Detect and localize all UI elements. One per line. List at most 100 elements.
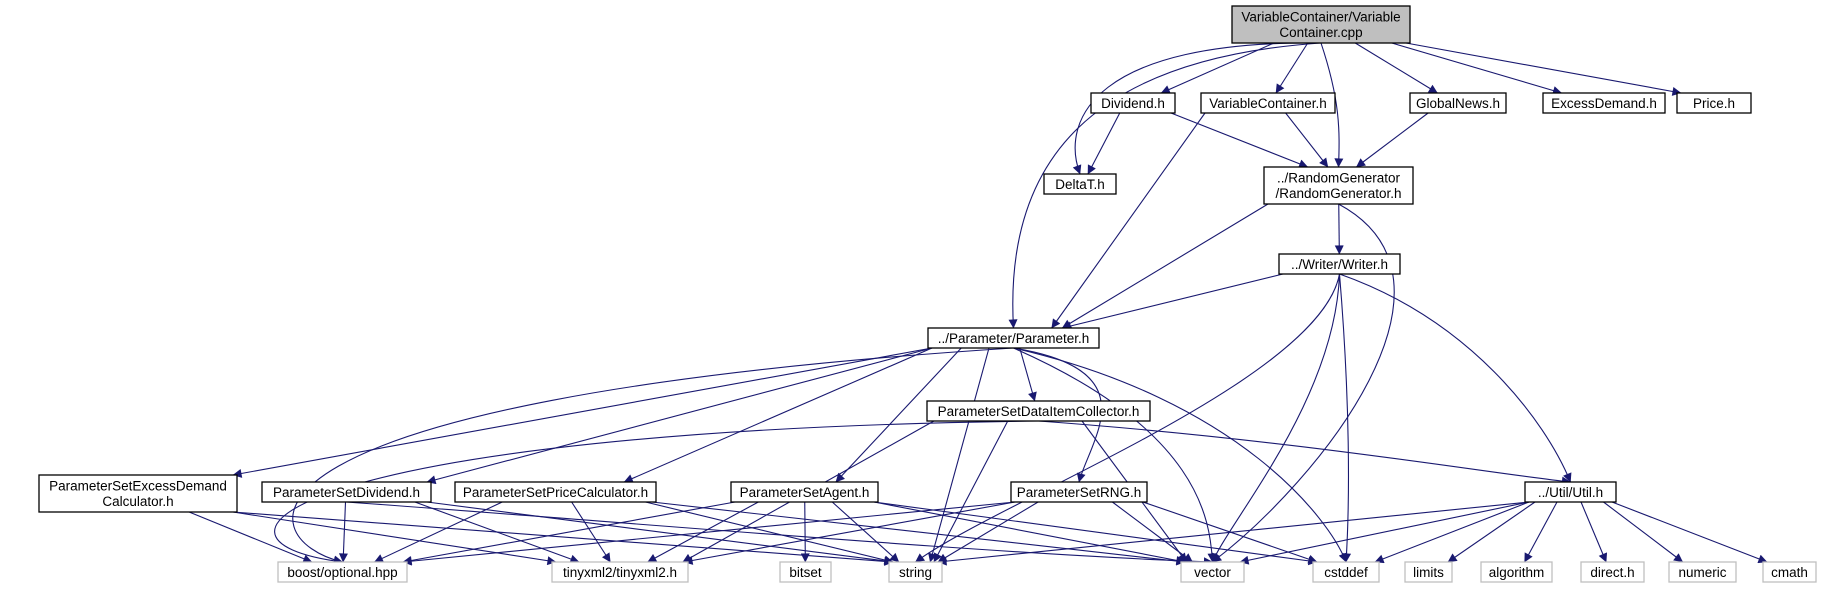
node-box: [1668, 561, 1737, 583]
node-box: [1180, 561, 1245, 583]
node-dividend[interactable]: Dividend.h: [1090, 92, 1176, 114]
edge-writer-to-cstddef: [1338, 273, 1352, 563]
node-label: ExcessDemand.h: [1551, 96, 1657, 111]
node-label: string: [899, 565, 932, 580]
node-box: [927, 327, 1100, 349]
node-label: algorithm: [1489, 565, 1545, 580]
node-label: ParameterSetDataItemCollector.h: [938, 404, 1140, 419]
edge-pricecalc-to-tinyxml2: [571, 501, 611, 563]
node-label: ParameterSetExcessDemand: [49, 479, 227, 494]
node-box: [1480, 561, 1553, 583]
node-parameter[interactable]: ../Parameter/Parameter.h: [927, 327, 1100, 349]
node-cmath[interactable]: cmath: [1762, 561, 1817, 583]
edge-globalnews-to-randomgenerator: [1356, 112, 1429, 168]
node-box: [261, 481, 432, 503]
node-label: ../Parameter/Parameter.h: [938, 331, 1090, 346]
node-limits[interactable]: limits: [1404, 561, 1453, 583]
node-box: [551, 561, 689, 583]
edge-writer-to-parameter: [1061, 273, 1284, 331]
edge-agent-to-bitset: [800, 501, 810, 563]
node-label: Container.cpp: [1279, 25, 1362, 40]
node-box: [277, 561, 408, 583]
node-label: ParameterSetRNG.h: [1017, 485, 1142, 500]
edge-parameter-to-excessdemandcalc: [232, 347, 933, 478]
edge-parameter-to-cstddef: [1013, 347, 1348, 563]
edge-root-to-price: [1405, 42, 1682, 96]
node-label: boost/optional.hpp: [287, 565, 397, 580]
edge-excessdemandcalc-to-tinyxml2: [232, 511, 557, 566]
edge-util-to-directh: [1580, 501, 1608, 563]
edge-variablecontainer-to-parameter: [1051, 112, 1206, 329]
edge-parameter-to-boostoptional: [292, 347, 1014, 565]
node-root[interactable]: VariableContainer/VariableContainer.cpp: [1231, 5, 1411, 44]
node-psdividend[interactable]: ParameterSetDividend.h: [261, 481, 432, 503]
node-label: tinyxml2/tinyxml2.h: [563, 565, 677, 580]
node-util[interactable]: ../Util/Util.h: [1524, 481, 1617, 503]
node-box: [888, 561, 943, 583]
node-label: GlobalNews.h: [1416, 96, 1500, 111]
node-deltat[interactable]: DeltaT.h: [1043, 173, 1117, 195]
edge-util-to-cmath: [1611, 501, 1768, 564]
node-box: [1580, 561, 1645, 583]
edge-root-to-deltat: [1072, 42, 1322, 175]
edge-rng-to-boostoptional: [402, 501, 1016, 566]
node-box: [1762, 561, 1817, 583]
node-algorithm[interactable]: algorithm: [1480, 561, 1553, 583]
node-boostoptional[interactable]: boost/optional.hpp: [277, 561, 408, 583]
edge-agent-to-cstddef: [873, 501, 1318, 566]
edge-parameter-to-agent: [835, 347, 962, 483]
node-label: ../Util/Util.h: [1538, 485, 1603, 500]
node-label: vector: [1194, 565, 1231, 580]
node-box: [1231, 5, 1411, 44]
node-cstddef[interactable]: cstddef: [1312, 561, 1380, 583]
node-excessdemand[interactable]: ExcessDemand.h: [1542, 92, 1666, 114]
node-label: /RandomGenerator.h: [1275, 186, 1401, 201]
node-string[interactable]: string: [888, 561, 943, 583]
edge-root-to-dividend: [1160, 42, 1275, 94]
edge-agent-to-tinyxml2: [647, 501, 759, 563]
edge-parameter-to-vector: [1013, 347, 1217, 563]
node-box: [926, 400, 1151, 422]
edge-dividend-to-randomgenerator: [1170, 112, 1309, 169]
node-label: VariableContainer.h: [1209, 96, 1327, 111]
edge-writer-to-util: [1339, 273, 1572, 483]
node-label: VariableContainer/Variable: [1241, 10, 1400, 25]
node-box: [38, 474, 238, 513]
node-box: [1404, 561, 1453, 583]
node-label: cstddef: [1324, 565, 1368, 580]
node-globalnews[interactable]: GlobalNews.h: [1409, 92, 1507, 114]
node-label: ../RandomGenerator: [1277, 171, 1401, 186]
edge-layer: [188, 42, 1768, 567]
node-price[interactable]: Price.h: [1676, 92, 1752, 114]
edge-psdividend-to-vector: [346, 501, 1213, 567]
edge-excessdemandcalc-to-string: [232, 511, 894, 566]
node-bitset[interactable]: bitset: [779, 561, 832, 583]
edge-parameter-to-pricecalc: [623, 347, 933, 483]
edge-util-to-vector: [1239, 501, 1530, 565]
node-box: [1010, 481, 1148, 503]
edge-rng-to-string: [937, 501, 1039, 563]
node-randomgenerator[interactable]: ../RandomGenerator/RandomGenerator.h: [1263, 166, 1414, 205]
node-directh[interactable]: direct.h: [1580, 561, 1645, 583]
node-dataitemcollector[interactable]: ParameterSetDataItemCollector.h: [926, 400, 1151, 422]
node-label: DeltaT.h: [1055, 177, 1105, 192]
node-pricecalc[interactable]: ParameterSetPriceCalculator.h: [454, 481, 657, 503]
node-vector[interactable]: vector: [1180, 561, 1245, 583]
node-writer[interactable]: ../Writer/Writer.h: [1278, 253, 1401, 275]
edge-agent-to-boostoptional: [402, 501, 736, 565]
node-agent[interactable]: ParameterSetAgent.h: [730, 481, 879, 503]
node-label: limits: [1413, 565, 1444, 580]
edge-util-to-numeric: [1603, 501, 1684, 563]
node-variablecontainer[interactable]: VariableContainer.h: [1200, 92, 1336, 114]
node-box: [1263, 166, 1414, 205]
edge-psdividend-to-tinyxml2: [414, 501, 580, 564]
edge-randomgenerator-to-parameter: [1061, 203, 1269, 329]
node-tinyxml2[interactable]: tinyxml2/tinyxml2.h: [551, 561, 689, 583]
node-label: ../Writer/Writer.h: [1291, 257, 1388, 272]
edge-util-to-string: [937, 501, 1530, 566]
node-numeric[interactable]: numeric: [1668, 561, 1737, 583]
node-rng[interactable]: ParameterSetRNG.h: [1010, 481, 1148, 503]
node-label: Dividend.h: [1101, 96, 1165, 111]
